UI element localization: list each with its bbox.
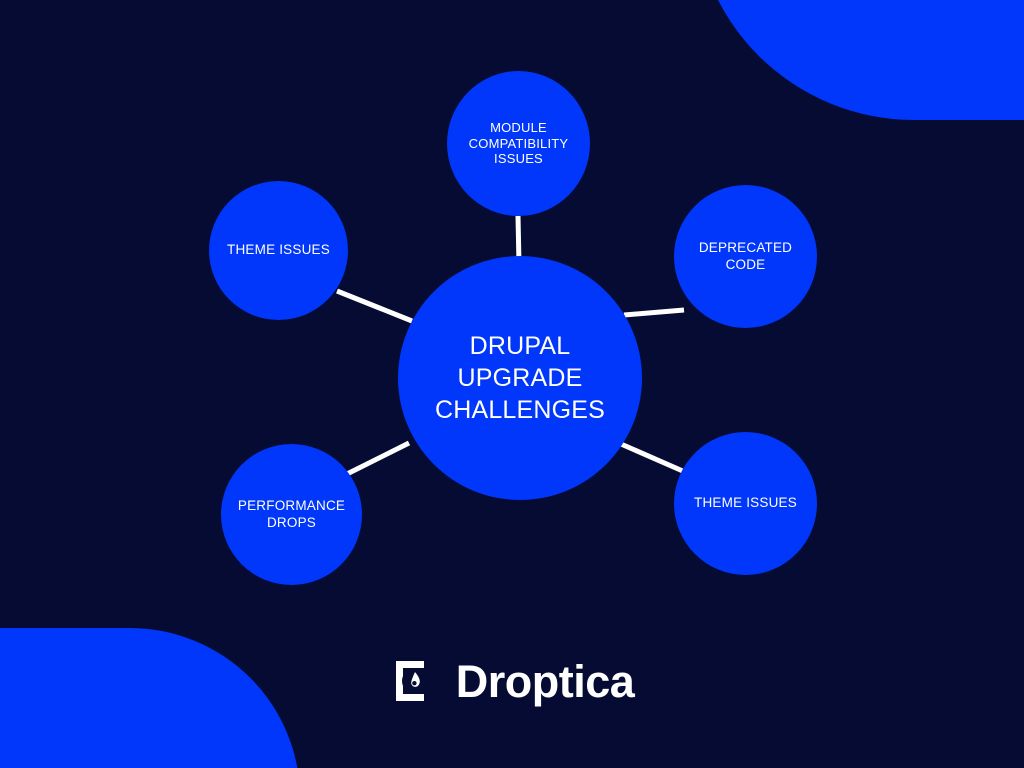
brand-wordmark: Droptica	[455, 655, 635, 707]
node-theme-issues-left[interactable]: THEME ISSUES	[209, 181, 348, 320]
edge-center-to-deprecated	[623, 307, 685, 318]
node-label: MODULE COMPATIBILITY ISSUES	[468, 119, 569, 167]
node-label: PERFORMANCE DROPS	[237, 498, 346, 530]
node-label: THEME ISSUES	[694, 495, 797, 511]
edge-center-to-performance	[345, 440, 411, 477]
node-label: DRUPAL UPGRADE CHALLENGES	[434, 332, 606, 424]
node-module-compatibility-issues[interactable]: MODULE COMPATIBILITY ISSUES	[447, 71, 590, 216]
edge-center-to-theme-left	[336, 288, 413, 324]
node-drupal-upgrade-challenges[interactable]: DRUPAL UPGRADE CHALLENGES	[398, 256, 642, 500]
node-label: THEME ISSUES	[227, 242, 330, 258]
node-theme-issues-right[interactable]: THEME ISSUES	[674, 432, 817, 575]
droptica-droplet-icon	[395, 659, 435, 703]
edge-center-to-theme-right	[619, 441, 687, 475]
node-performance-drops[interactable]: PERFORMANCE DROPS	[221, 444, 362, 585]
brand-lockup: Droptica	[0, 655, 1024, 707]
node-label: DEPRECATED CODE	[698, 240, 793, 272]
node-deprecated-code[interactable]: DEPRECATED CODE	[674, 185, 817, 328]
